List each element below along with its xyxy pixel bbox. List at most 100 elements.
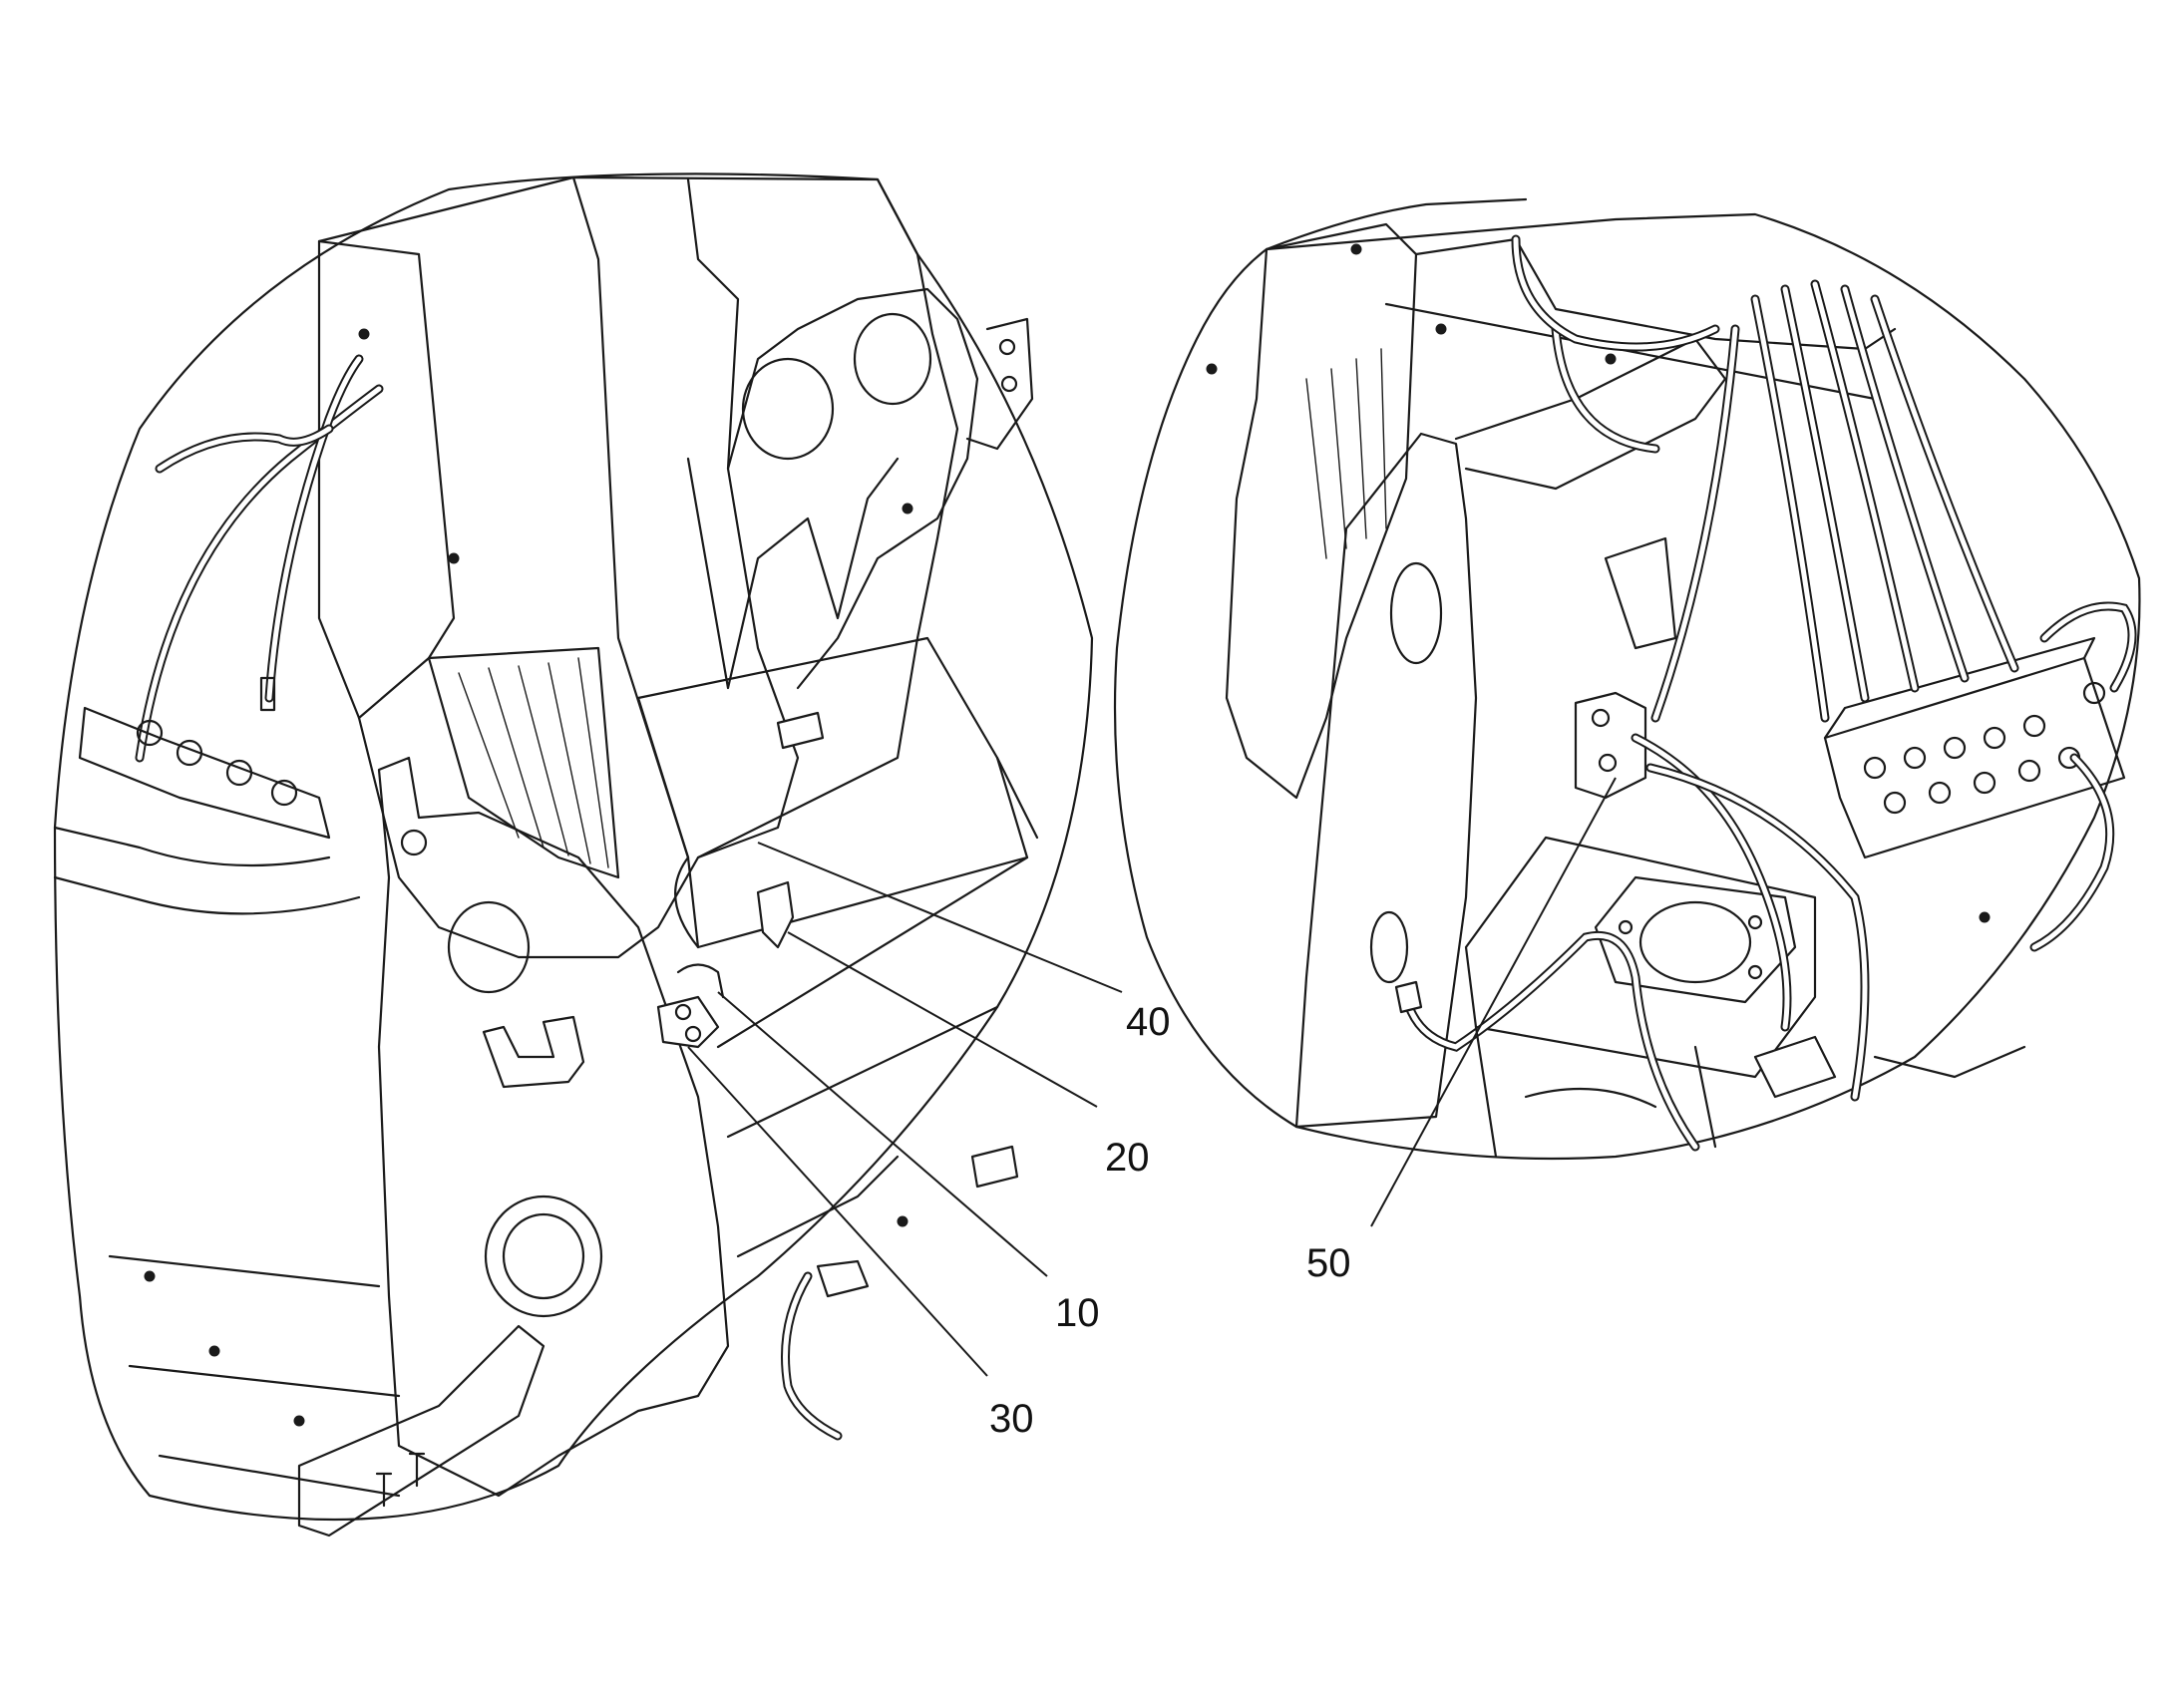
valve-fitting-3 bbox=[1943, 736, 1967, 760]
leader-10 bbox=[717, 991, 1048, 1277]
rstud-3 bbox=[1435, 323, 1447, 335]
mount-plate bbox=[726, 287, 979, 690]
valve-fitting-9 bbox=[2017, 759, 2041, 783]
boom-edge bbox=[571, 175, 690, 859]
support-plate bbox=[377, 756, 730, 1498]
clip-part-20 bbox=[756, 880, 795, 949]
hose-bundle bbox=[1401, 234, 2137, 1152]
mount-tab bbox=[965, 317, 1034, 451]
valve-fitting-4 bbox=[1983, 726, 2006, 750]
square-pad bbox=[776, 711, 825, 750]
cylinder-housing bbox=[636, 636, 1029, 949]
lower-frame-right bbox=[1474, 1025, 2026, 1159]
valve-block-port-1 bbox=[1591, 708, 1611, 728]
clamp-bolt-lower bbox=[684, 1025, 702, 1043]
diagonal-frame bbox=[716, 855, 1029, 1258]
cylinder-tube bbox=[674, 756, 1039, 949]
stud-4 bbox=[897, 1215, 908, 1227]
boom-tip-bracket bbox=[686, 177, 800, 859]
flange-bolt-1 bbox=[1618, 919, 1634, 935]
bolt-2 bbox=[408, 1452, 426, 1488]
plate-hole-lower-inner bbox=[502, 1212, 585, 1300]
vertical-plate-hole-2 bbox=[1369, 910, 1409, 984]
valve-manifold-top bbox=[1823, 636, 2096, 740]
left-manifold bbox=[78, 706, 331, 840]
leader-50 bbox=[1370, 777, 1617, 1227]
fitting-3 bbox=[225, 759, 253, 787]
valve-fitting-7 bbox=[1928, 781, 1952, 805]
plate-small-hole bbox=[400, 829, 428, 856]
callout-50: 50 bbox=[1306, 1241, 1351, 1285]
fitting-2 bbox=[176, 739, 203, 767]
leader-30 bbox=[687, 1046, 988, 1377]
vertical-plate-hole-1 bbox=[1389, 561, 1443, 665]
plate-hole-lower-outer bbox=[484, 1195, 603, 1318]
valve-fitting-5 bbox=[2022, 714, 2046, 738]
rstud-1 bbox=[1350, 243, 1362, 255]
tower-vents bbox=[1305, 348, 1387, 559]
right-detail-view bbox=[1113, 197, 2141, 1161]
valve-fitting-8 bbox=[1973, 771, 1997, 795]
clamp-bolt-upper bbox=[674, 1003, 692, 1021]
valve-fitting-1 bbox=[1863, 756, 1887, 780]
hose-clip-10 bbox=[676, 963, 725, 999]
valve-fitting-2 bbox=[1903, 746, 1927, 770]
callout-leaders bbox=[687, 777, 1617, 1377]
valve-block-50 bbox=[1574, 691, 1647, 800]
vertical-plate bbox=[1294, 432, 1478, 1129]
lower-frame-rail bbox=[108, 1254, 401, 1498]
stud-6 bbox=[208, 1345, 220, 1357]
mount-hole-2 bbox=[853, 312, 932, 406]
mount-hole-1 bbox=[741, 357, 835, 461]
clamp-part-30 bbox=[656, 995, 720, 1049]
right-tower bbox=[1225, 222, 1418, 800]
left-view-boundary bbox=[53, 172, 1094, 1522]
valve-fitting-6 bbox=[1883, 791, 1907, 815]
hose-lower bbox=[781, 1271, 843, 1441]
callout-40: 40 bbox=[1126, 1000, 1171, 1044]
pointed-gusset bbox=[686, 457, 900, 690]
fitting-5 bbox=[259, 676, 276, 712]
tab-hole-2 bbox=[1000, 375, 1018, 393]
plate-hole-upper bbox=[447, 900, 531, 994]
callout-20: 20 bbox=[1105, 1136, 1150, 1180]
leader-40 bbox=[757, 842, 1123, 993]
u-bracket bbox=[482, 1015, 585, 1089]
pedestal-flange bbox=[1594, 875, 1797, 1004]
flange-bolt-2 bbox=[1747, 914, 1763, 930]
valve-fitting-11 bbox=[2082, 681, 2106, 705]
right-view-boundary bbox=[1113, 197, 2141, 1161]
stud-7 bbox=[293, 1415, 305, 1427]
vent-slats bbox=[458, 657, 609, 868]
block-lower bbox=[970, 1145, 1019, 1189]
bracket-right bbox=[1753, 1035, 1837, 1099]
fitting-1 bbox=[136, 719, 164, 747]
rstud-5 bbox=[1979, 911, 1991, 923]
stud-5 bbox=[144, 1270, 156, 1282]
rstud-2 bbox=[1206, 363, 1218, 375]
leader-20 bbox=[787, 931, 1098, 1108]
fitting-4 bbox=[270, 779, 298, 807]
stud-3 bbox=[902, 503, 913, 514]
boom-front-panel bbox=[317, 239, 456, 720]
callout-30: 30 bbox=[989, 1397, 1034, 1441]
boom-body bbox=[317, 175, 959, 959]
hose-1 bbox=[135, 384, 384, 763]
left-frame-rail bbox=[53, 826, 361, 915]
stud-2 bbox=[448, 552, 460, 564]
valve-block-port-2 bbox=[1598, 753, 1618, 773]
callout-10: 10 bbox=[1055, 1291, 1100, 1335]
callout-labels: 40 20 10 30 50 bbox=[989, 1000, 1351, 1441]
rstud-4 bbox=[1605, 353, 1617, 365]
bottom-clamp bbox=[816, 1259, 870, 1298]
top-beam bbox=[1384, 237, 1897, 401]
tab-hole-1 bbox=[998, 338, 1016, 356]
left-detail-view bbox=[53, 172, 1094, 1537]
flange-bore bbox=[1638, 900, 1752, 984]
bottom-rail bbox=[297, 1324, 545, 1537]
flange-bolt-3 bbox=[1747, 964, 1763, 980]
side-beam bbox=[1604, 536, 1677, 650]
bolt-1 bbox=[375, 1472, 393, 1508]
stud-1 bbox=[358, 328, 370, 340]
